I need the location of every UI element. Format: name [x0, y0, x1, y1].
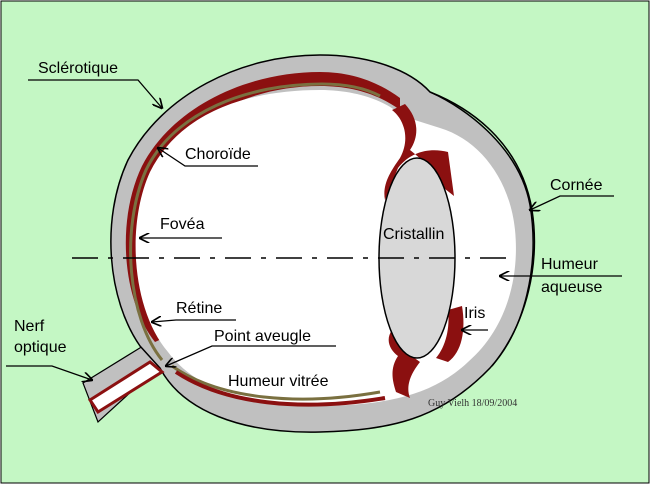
credit-text: Guy Vielh 18/09/2004	[428, 398, 517, 409]
label-fovea: Fovéa	[160, 216, 205, 233]
label-cristallin: Cristallin	[383, 226, 444, 243]
label-humeur-vitree: Humeur vitrée	[228, 373, 329, 390]
optic-nerve-core	[87, 360, 165, 415]
label-humeur-aqueuse-2: aqueuse	[541, 279, 602, 296]
label-cornee: Cornée	[550, 177, 603, 194]
choroid-lower	[174, 370, 386, 407]
label-retine: Rétine	[176, 300, 222, 317]
ciliary-body-bottom	[388, 330, 420, 398]
leader-point-aveugle	[166, 345, 336, 366]
label-nerf-2: optique	[14, 339, 67, 356]
retina	[129, 82, 381, 361]
eye-interior	[135, 90, 516, 406]
leader-choroide	[158, 148, 258, 167]
label-choroide: Choroïde	[185, 146, 251, 163]
label-nerf-1: Nerf	[14, 318, 45, 335]
leader-retine	[152, 320, 236, 322]
leader-nerf	[6, 365, 92, 380]
label-humeur-aqueuse-1: Humeur	[541, 256, 599, 273]
label-iris: Iris	[464, 305, 485, 322]
leader-sclerotique	[28, 79, 162, 108]
iris-bottom	[436, 306, 464, 362]
label-point-aveugle: Point aveugle	[214, 328, 311, 345]
label-sclerotique: Sclérotique	[38, 60, 118, 77]
leader-cornee	[530, 195, 614, 210]
retina-lower	[171, 364, 381, 401]
